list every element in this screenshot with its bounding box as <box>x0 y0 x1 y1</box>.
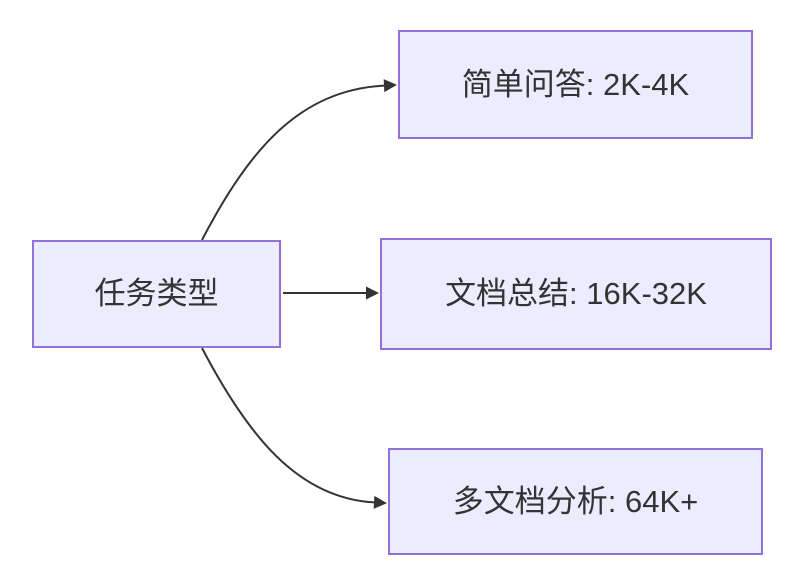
node-simple-qa-label: 简单问答: 2K-4K <box>461 66 690 102</box>
node-task-type-label: 任务类型 <box>94 276 219 312</box>
node-task-type: 任务类型 <box>32 240 281 348</box>
node-multi-doc: 多文档分析: 64K+ <box>388 448 763 555</box>
node-doc-summary-label: 文档总结: 16K-32K <box>445 276 707 312</box>
node-doc-summary: 文档总结: 16K-32K <box>380 238 772 350</box>
edge-task-type-to-simple-qa <box>201 79 397 241</box>
edge-task-type-to-multi-doc <box>201 347 387 509</box>
node-simple-qa: 简单问答: 2K-4K <box>398 30 753 139</box>
node-multi-doc-label: 多文档分析: 64K+ <box>452 483 699 519</box>
